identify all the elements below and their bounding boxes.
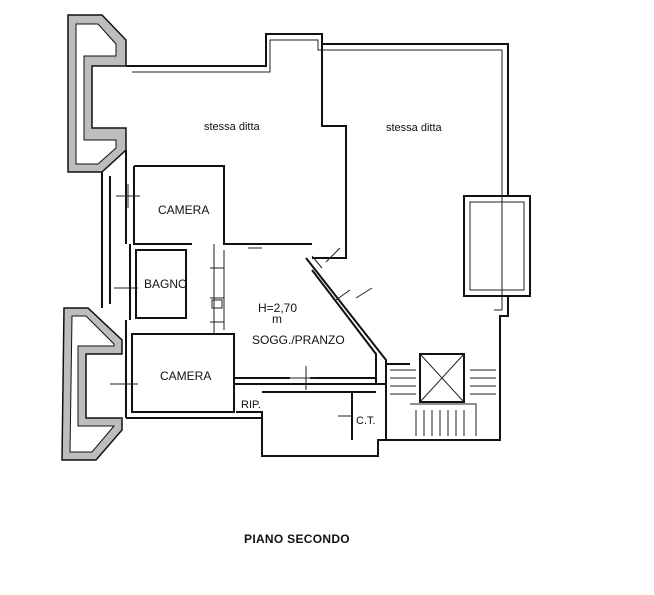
- label-height: H=2,70: [258, 301, 297, 315]
- soggiorno-diagonal-wall: [305, 257, 387, 384]
- unit-divider: [312, 44, 347, 259]
- label-camera-1: CAMERA: [158, 203, 209, 217]
- label-height-unit: m: [272, 312, 282, 326]
- stair-steps: [390, 369, 496, 436]
- label-soggiorno: SOGG./PRANZO: [252, 333, 345, 347]
- corridor-walls: [213, 244, 225, 334]
- terrace-wall-upper-inner: [75, 23, 117, 165]
- right-balcony: [463, 195, 531, 297]
- stair-border: [410, 403, 477, 436]
- building-outline-inner: [132, 39, 503, 311]
- label-stessa-ditta-1: stessa ditta: [204, 121, 261, 133]
- camera-1-walls: [125, 150, 312, 245]
- label-camera-2: CAMERA: [160, 369, 211, 383]
- lift-shaft: [419, 353, 465, 403]
- bathroom-fixture: [211, 299, 223, 309]
- door-ticks: [110, 184, 373, 417]
- label-ct: C.T.: [356, 415, 376, 427]
- soggiorno-bottom-wall: [234, 377, 386, 385]
- bagno-walls: [129, 244, 187, 320]
- stair-block: [385, 360, 500, 441]
- camera-2-walls: [125, 320, 235, 418]
- left-outer-wall: [101, 172, 111, 308]
- label-ripostiglio: RIP.: [241, 399, 261, 411]
- terrace-wall-lower-inner: [69, 315, 116, 453]
- lift-cross: [419, 353, 465, 403]
- label-stessa-ditta-2: stessa ditta: [386, 122, 443, 134]
- label-bagno: BAGNO: [144, 277, 187, 291]
- plan-title: PIANO SECONDO: [244, 532, 350, 546]
